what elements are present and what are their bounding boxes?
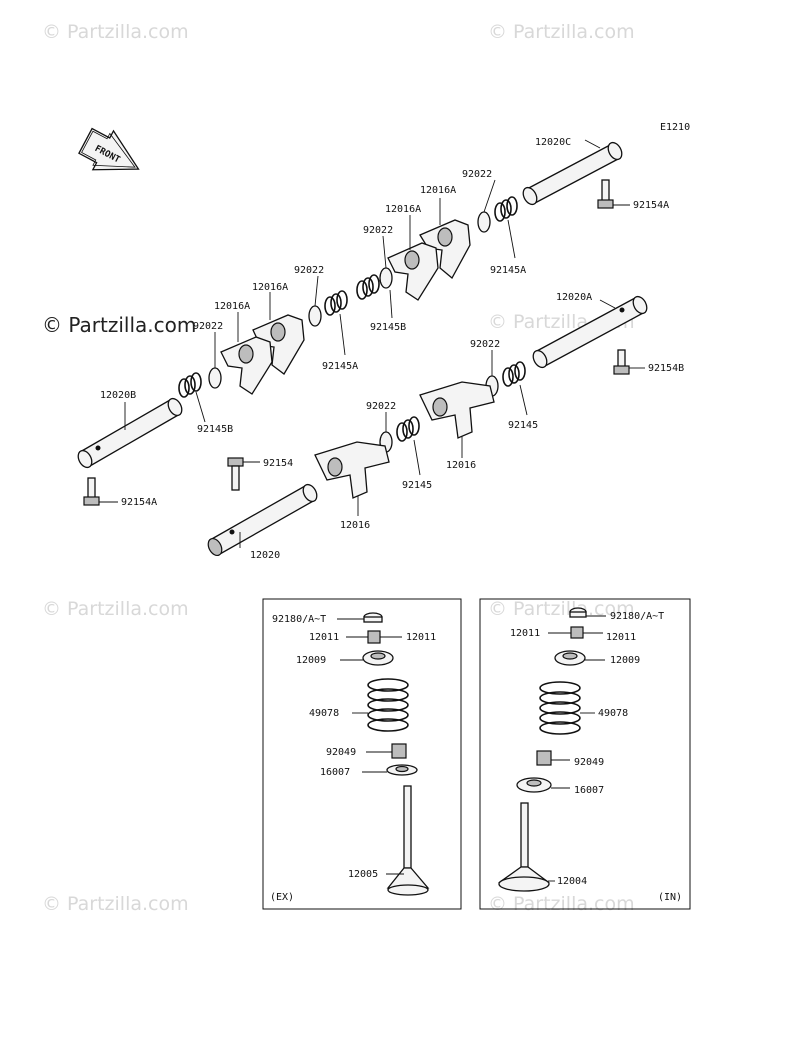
label-92022-d: 92022 [193, 321, 223, 332]
shaft-12020A [532, 295, 648, 369]
in-seat-16007 [516, 777, 552, 793]
ex-label-12011-right: 12011 [406, 632, 436, 643]
ex-label-92049: 92049 [326, 747, 356, 758]
ex-seal-92049 [391, 743, 407, 759]
label-12016-b: 12016 [340, 520, 370, 531]
label-92154B: 92154B [648, 363, 684, 374]
label-92145-a: 92145 [508, 420, 538, 431]
label-12020C: 12020C [535, 137, 571, 148]
spring-92145B-b [178, 372, 202, 398]
spring-92145-b [396, 416, 420, 442]
in-collet-12011 [570, 626, 584, 639]
label-92022-b: 92022 [363, 225, 393, 236]
rocker-arm-12016A-d [220, 336, 273, 395]
shaft-12020B [77, 397, 183, 469]
bolt-92154B [613, 349, 630, 375]
diagram-code: E1210 [660, 122, 690, 133]
watermark: © Partzilla.com [488, 893, 635, 915]
label-12016-a: 12016 [446, 460, 476, 471]
label-92022-f: 92022 [366, 401, 396, 412]
watermark: © Partzilla.com [42, 313, 196, 337]
ex-valve-box [262, 598, 462, 910]
ex-spring-49078 [367, 678, 409, 732]
washer-92022-b [379, 267, 393, 289]
ex-label-16007: 16007 [320, 767, 350, 778]
bolt-92154 [227, 457, 244, 491]
shaft-12020 [207, 483, 318, 557]
in-spring-49078 [539, 681, 581, 735]
spring-92145A-b [324, 290, 348, 316]
in-label-12009: 12009 [610, 655, 640, 666]
in-label-16007: 16007 [574, 785, 604, 796]
front-arrow-icon: FRONT [78, 127, 140, 171]
watermark: © Partzilla.com [42, 21, 189, 43]
in-retainer-12009 [554, 650, 586, 666]
label-12020B: 12020B [100, 390, 136, 401]
watermark: © Partzilla.com [42, 893, 189, 915]
washer-92022-a [477, 211, 491, 233]
ex-label-12011-left: 12011 [309, 632, 339, 643]
washer-92022-d [208, 367, 222, 389]
rocker-arm-12016-a [419, 381, 495, 439]
watermark: © Partzilla.com [488, 21, 635, 43]
ex-valve-12005 [386, 785, 430, 896]
watermark: © Partzilla.com [42, 598, 189, 620]
in-tag: (IN) [658, 892, 682, 903]
spring-92145B-a [356, 274, 380, 300]
rocker-arm-12016A-b [387, 242, 439, 301]
ex-seat-16007 [386, 764, 418, 776]
label-92154A-bottom: 92154A [121, 497, 157, 508]
washer-92022-c [308, 305, 322, 327]
spring-92145-a [502, 361, 526, 387]
label-12016A-d: 12016A [214, 301, 250, 312]
label-12016A-c: 12016A [252, 282, 288, 293]
label-92145A-a: 92145A [490, 265, 526, 276]
ex-collet-12011 [367, 630, 381, 644]
label-92154: 92154 [263, 458, 293, 469]
rocker-arm-12016-b [314, 441, 390, 499]
ex-tag: (EX) [270, 892, 294, 903]
label-92022-a: 92022 [462, 169, 492, 180]
in-label-12011-right: 12011 [606, 632, 636, 643]
label-92145B-a: 92145B [370, 322, 406, 333]
in-label-12011-left: 12011 [510, 628, 540, 639]
in-valve-box [479, 598, 691, 910]
in-seal-92049 [536, 750, 552, 766]
label-92145A-b: 92145A [322, 361, 358, 372]
rocker-arm-12016A-c [252, 314, 305, 375]
ex-label-49078: 49078 [309, 708, 339, 719]
in-keeper-92180 [569, 607, 587, 618]
label-12020A: 12020A [556, 292, 592, 303]
label-92022-c: 92022 [294, 265, 324, 276]
in-label-49078: 49078 [598, 708, 628, 719]
ex-label-12009: 12009 [296, 655, 326, 666]
label-92145-b: 92145 [402, 480, 432, 491]
label-92022-e: 92022 [470, 339, 500, 350]
ex-label-92180: 92180/A~T [272, 614, 326, 625]
label-92145B-b: 92145B [197, 424, 233, 435]
in-valve-12004 [497, 802, 550, 892]
bolt-92154A-top [597, 179, 614, 209]
in-label-92049: 92049 [574, 757, 604, 768]
label-12016A-b: 12016A [385, 204, 421, 215]
watermark: © Partzilla.com [488, 598, 635, 620]
label-92154A-top: 92154A [633, 200, 669, 211]
bolt-92154A-bottom [83, 477, 100, 506]
shaft-12020C [522, 141, 623, 206]
label-12020: 12020 [250, 550, 280, 561]
label-12016A-a: 12016A [420, 185, 456, 196]
ex-label-12005: 12005 [348, 869, 378, 880]
ex-retainer-12009 [362, 650, 394, 666]
spring-92145A-a [494, 196, 518, 222]
in-label-12004: 12004 [557, 876, 587, 887]
ex-keeper-92180 [363, 612, 383, 623]
in-label-92180: 92180/A~T [610, 611, 664, 622]
